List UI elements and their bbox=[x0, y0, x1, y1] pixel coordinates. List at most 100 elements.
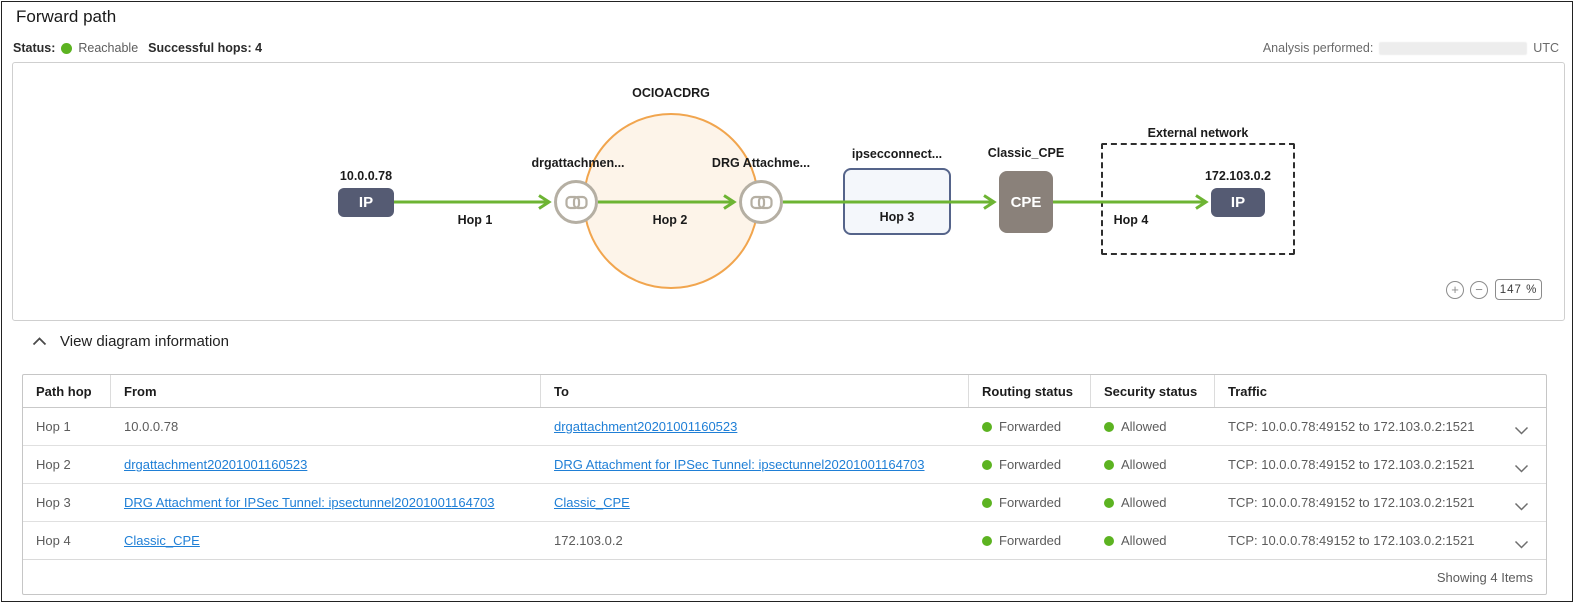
path-arrows bbox=[394, 194, 1209, 210]
status-text: Allowed bbox=[1121, 419, 1167, 434]
resource-link[interactable]: drgattachment20201001160523 bbox=[554, 419, 738, 434]
node-source-ip-text: IP bbox=[358, 194, 374, 211]
resource-link[interactable]: DRG Attachment for IPSec Tunnel: ipsectu… bbox=[124, 495, 495, 510]
external-network-group-box bbox=[1101, 143, 1295, 255]
zoom-out-button[interactable]: − bbox=[1470, 280, 1488, 299]
row-expand-button[interactable] bbox=[1514, 499, 1529, 514]
cell-traffic: TCP: 10.0.0.78:49152 to 172.103.0.2:1521 bbox=[1215, 419, 1546, 434]
cell-path-hop: Hop 3 bbox=[36, 495, 71, 510]
path-diagram-canvas: OCIOACDRG External network Hop 3 IP 10.0 bbox=[12, 62, 1565, 321]
attachment-link-icon bbox=[564, 195, 588, 209]
node-ipsec-connection-label: ipsecconnect... bbox=[851, 147, 943, 161]
status-text: Forwarded bbox=[999, 533, 1062, 548]
status-value: Reachable bbox=[78, 41, 139, 55]
traffic-text: TCP: 10.0.0.78:49152 to 172.103.0.2:1521 bbox=[1228, 495, 1475, 510]
hop-3-label: Hop 3 bbox=[879, 210, 915, 224]
view-diagram-information-toggle[interactable]: View diagram information bbox=[32, 333, 229, 350]
table-body: Hop 1 10.0.0.78 drgattachment2020100116052… bbox=[23, 408, 1546, 560]
traffic-text: TCP: 10.0.0.78:49152 to 172.103.0.2:1521 bbox=[1228, 533, 1475, 548]
zoom-in-button[interactable]: + bbox=[1446, 280, 1464, 299]
node-drg-attachment-2[interactable] bbox=[739, 180, 783, 224]
column-header-to: To bbox=[541, 375, 969, 407]
column-header-traffic: Traffic bbox=[1228, 383, 1268, 399]
cell-to: drgattachment20201001160523 bbox=[541, 419, 969, 434]
hop-4-label: Hop 4 bbox=[1113, 213, 1149, 227]
resource-link[interactable]: Classic_CPE bbox=[554, 495, 630, 510]
cell-path-hop: Hop 4 bbox=[36, 533, 71, 548]
chevron-down-icon bbox=[1514, 464, 1529, 473]
chevron-up-icon bbox=[32, 337, 47, 346]
status-text: Allowed bbox=[1121, 533, 1167, 548]
resource-link[interactable]: drgattachment20201001160523 bbox=[124, 457, 308, 472]
node-destination-ip-label: 172.103.0.2 bbox=[1204, 169, 1272, 183]
cell-traffic: TCP: 10.0.0.78:49152 to 172.103.0.2:1521 bbox=[1215, 533, 1546, 548]
row-expand-button[interactable] bbox=[1514, 537, 1529, 552]
resource-link[interactable]: DRG Attachment for IPSec Tunnel: ipsectu… bbox=[554, 457, 925, 472]
column-header-routing-status: Routing status bbox=[969, 375, 1091, 407]
analysis-timestamp-redacted bbox=[1379, 41, 1528, 55]
analysis-timezone-label: UTC bbox=[1533, 41, 1559, 55]
node-drg-attachment-2-label: DRG Attachme... bbox=[711, 156, 811, 170]
resource-text: 172.103.0.2 bbox=[554, 533, 623, 548]
successful-hops-label: Successful hops: 4 bbox=[148, 41, 263, 55]
cell-traffic: TCP: 10.0.0.78:49152 to 172.103.0.2:1521 bbox=[1215, 495, 1546, 510]
resource-text: 10.0.0.78 bbox=[124, 419, 179, 434]
chevron-down-icon bbox=[1514, 502, 1529, 511]
status-text: Forwarded bbox=[999, 457, 1062, 472]
status-dot-icon bbox=[1104, 460, 1114, 470]
section-title: View diagram information bbox=[60, 333, 229, 350]
cell-traffic: TCP: 10.0.0.78:49152 to 172.103.0.2:1521 bbox=[1215, 457, 1546, 472]
node-source-ip[interactable]: IP bbox=[338, 188, 394, 217]
status-dot-icon bbox=[982, 422, 992, 432]
cell-from: Classic_CPE bbox=[111, 533, 541, 548]
attachment-link-icon bbox=[749, 195, 773, 209]
traffic-text: TCP: 10.0.0.78:49152 to 172.103.0.2:1521 bbox=[1228, 457, 1475, 472]
cell-from: DRG Attachment for IPSec Tunnel: ipsectu… bbox=[111, 495, 541, 510]
cell-to: DRG Attachment for IPSec Tunnel: ipsectu… bbox=[541, 457, 969, 472]
status-dot-icon bbox=[982, 536, 992, 546]
node-ipsec-connection[interactable]: Hop 3 bbox=[843, 168, 951, 235]
table-header: Path hop From To Routing status Security… bbox=[23, 375, 1546, 408]
drg-group-circle bbox=[583, 113, 759, 289]
node-cpe[interactable]: CPE bbox=[999, 171, 1053, 233]
node-drg-attachment-1[interactable] bbox=[554, 180, 598, 224]
column-header-security-status: Security status bbox=[1091, 375, 1215, 407]
diagram-zoom-controls: + − 147 % bbox=[1440, 279, 1542, 300]
cell-security-status: Allowed bbox=[1091, 495, 1215, 510]
zoom-level-indicator[interactable]: 147 % bbox=[1495, 279, 1542, 300]
row-expand-button[interactable] bbox=[1514, 423, 1529, 438]
status-reachable-dot-icon bbox=[61, 42, 73, 54]
status-dot-icon bbox=[1104, 422, 1114, 432]
status-label: Status: bbox=[13, 41, 56, 55]
cell-routing-status: Forwarded bbox=[969, 457, 1091, 472]
cell-path-hop: Hop 2 bbox=[36, 457, 71, 472]
table-row: Hop 1 10.0.0.78 drgattachment2020100116052… bbox=[23, 408, 1546, 446]
chevron-down-icon bbox=[1514, 540, 1529, 549]
cell-routing-status: Forwarded bbox=[969, 495, 1091, 510]
table-row: Hop 2 drgattachment20201001160523 DRG Atta… bbox=[23, 446, 1546, 484]
cell-to: Classic_CPE bbox=[541, 495, 969, 510]
column-header-from: From bbox=[111, 375, 541, 407]
cell-security-status: Allowed bbox=[1091, 533, 1215, 548]
showing-items-label: Showing 4 Items bbox=[1436, 569, 1533, 585]
status-text: Allowed bbox=[1121, 495, 1167, 510]
row-expand-button[interactable] bbox=[1514, 461, 1529, 476]
hop-1-label: Hop 1 bbox=[457, 213, 493, 227]
status-text: Forwarded bbox=[999, 419, 1062, 434]
table-footer: Showing 4 Items bbox=[23, 560, 1546, 594]
page-title: Forward path bbox=[16, 7, 117, 26]
node-destination-ip[interactable]: IP bbox=[1211, 188, 1265, 217]
status-text: Allowed bbox=[1121, 457, 1167, 472]
node-drg-attachment-1-label: drgattachmen... bbox=[531, 156, 625, 170]
status-text: Forwarded bbox=[999, 495, 1062, 510]
cell-security-status: Allowed bbox=[1091, 419, 1215, 434]
drg-group-label: OCIOACDRG bbox=[632, 86, 710, 100]
cell-path-hop: Hop 1 bbox=[36, 419, 71, 434]
status-dot-icon bbox=[1104, 536, 1114, 546]
resource-link[interactable]: Classic_CPE bbox=[124, 533, 200, 548]
cell-routing-status: Forwarded bbox=[969, 533, 1091, 548]
column-header-path-hop: Path hop bbox=[23, 375, 111, 407]
analysis-performed: Analysis performed: UTC bbox=[1263, 41, 1559, 55]
path-hops-table: Path hop From To Routing status Security… bbox=[22, 374, 1547, 595]
